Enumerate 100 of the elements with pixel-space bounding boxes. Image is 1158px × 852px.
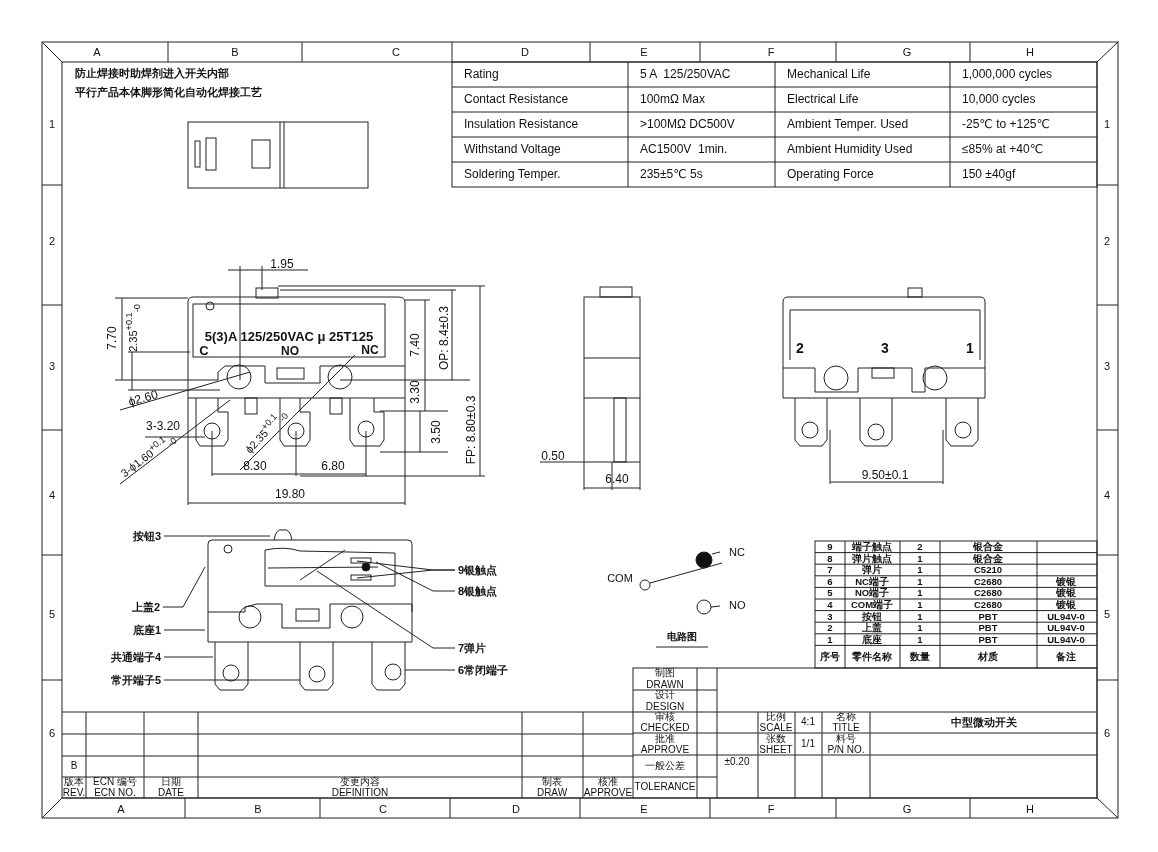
table-text: 3: [827, 611, 833, 622]
table-text: CHECKED: [640, 723, 690, 733]
table-text: Rating: [464, 68, 499, 80]
table-text: 名称: [836, 712, 856, 722]
table-text: 银合金: [973, 553, 1003, 564]
part-label: 底座1: [132, 624, 161, 636]
note-text: 平行产品本体脚形简化自动化焊接工艺: [75, 86, 262, 98]
table-text: Withstand Voltage: [464, 143, 561, 155]
table-text: Mechanical Life: [787, 68, 871, 80]
table-text: 1: [917, 588, 923, 599]
terminal-number: 3: [881, 341, 889, 355]
grid-reference: 1: [48, 118, 56, 130]
part-label: 按钮3: [132, 530, 161, 542]
terminal-marking: COM: [607, 572, 633, 584]
grid-reference: F: [767, 803, 775, 815]
grid-reference: E: [640, 803, 648, 815]
table-text: 比例: [766, 712, 786, 722]
leader-line: [316, 570, 456, 649]
table-text: 材质: [978, 652, 998, 662]
table-text: 5 A 125/250VAC: [640, 68, 731, 80]
switch-internal-view-drawing: [207, 529, 413, 691]
table-text: 弹片触点: [852, 553, 892, 564]
grid-reference: G: [902, 46, 912, 58]
table-text: Contact Resistance: [464, 93, 569, 105]
table-text: Soldering Temper.: [464, 168, 561, 180]
grid-reference: 5: [48, 608, 56, 620]
table-text: 弹片: [862, 565, 882, 575]
grid-reference: A: [93, 46, 101, 58]
table-text: C5210: [974, 565, 1002, 575]
table-text: C2680: [974, 600, 1002, 610]
dimension-text: ϕ2.60: [126, 388, 160, 408]
table-text: 1: [827, 635, 833, 645]
terminal-marking: C: [199, 343, 209, 357]
part-label: 6常闭端子: [458, 664, 509, 676]
grid-reference: 3: [1103, 360, 1111, 372]
table-text: 1/1: [801, 739, 815, 749]
table-text: 8: [827, 553, 833, 564]
dimension-text: 7.40: [409, 333, 421, 357]
table-text: ±0.20: [724, 757, 750, 767]
table-text: AC1500V 1min.: [640, 143, 728, 155]
table-text: 1: [917, 600, 923, 610]
part-label: 常开端子5: [110, 674, 161, 686]
table-text: REV.: [62, 788, 86, 798]
table-text: DRAW: [536, 788, 568, 798]
table-text: -25℃ to +125℃: [962, 118, 1050, 130]
table-text: Ambient Temper. Used: [787, 118, 909, 130]
table-text: 5: [827, 588, 833, 599]
table-text: 9: [827, 542, 833, 552]
table-text: 上盖: [862, 623, 882, 633]
dimension-text: 0.50: [541, 450, 565, 462]
table-text: UL94V-0: [1047, 611, 1085, 622]
table-text: Insulation Resistance: [464, 118, 579, 130]
table-text: Ambient Humidity Used: [787, 143, 913, 155]
grid-reference: C: [392, 46, 400, 58]
grid-reference: D: [521, 46, 529, 58]
leader-line: [356, 569, 456, 579]
table-text: 镀银: [1056, 600, 1076, 610]
table-text: 底座: [862, 635, 882, 645]
table-text: 设计: [655, 690, 675, 700]
part-label: 7弹片: [458, 642, 487, 654]
table-text: 1: [917, 635, 923, 645]
grid-reference: D: [512, 803, 520, 815]
table-text: 7: [827, 565, 833, 575]
table-text: UL94V-0: [1047, 635, 1085, 645]
grid-reference: B: [254, 803, 262, 815]
part-label: 8银触点: [458, 585, 498, 597]
dimension-text: FP: 8.80±0.3: [465, 395, 477, 465]
leader-line: [163, 656, 214, 658]
table-text: 制表: [542, 777, 562, 787]
grid-reference: C: [379, 803, 387, 815]
table-text: 张数: [766, 734, 786, 744]
grid-reference: 6: [48, 727, 56, 739]
table-text: DESIGN: [645, 702, 685, 712]
table-text: Electrical Life: [787, 93, 859, 105]
table-text: 235±5℃ 5s: [640, 168, 703, 180]
table-text: 备注: [1056, 652, 1076, 662]
table-text: 端子触点: [852, 542, 892, 552]
table-text: ECN 编号: [93, 777, 137, 787]
table-text: 10,000 cycles: [962, 93, 1036, 105]
dimension-text: 19.80: [275, 488, 305, 500]
terminal-number: 2: [796, 341, 804, 355]
table-text: 1: [917, 553, 923, 564]
table-text: 1: [917, 565, 923, 575]
table-text: 制图: [655, 668, 675, 678]
terminal-marking: NO: [729, 599, 746, 611]
dimension-text: OP: 8.4±0.3: [438, 306, 450, 370]
grid-reference: B: [231, 46, 239, 58]
part-label: 共通端子4: [110, 651, 161, 663]
table-text: PBT: [978, 635, 998, 645]
leader-line: [163, 629, 206, 631]
table-text: 1: [917, 577, 923, 587]
table-text: APPROVE: [583, 788, 633, 798]
table-text: PBT: [978, 611, 998, 622]
table-text: 核准: [598, 777, 618, 787]
grid-reference: 2: [1103, 235, 1111, 247]
note-text: 防止焊接时助焊剂进入开关内部: [75, 67, 229, 79]
dimension-text: 3.30: [409, 380, 421, 404]
table-text: 银合金: [973, 542, 1003, 552]
grid-reference: G: [902, 803, 912, 815]
table-text: 2: [917, 542, 923, 552]
